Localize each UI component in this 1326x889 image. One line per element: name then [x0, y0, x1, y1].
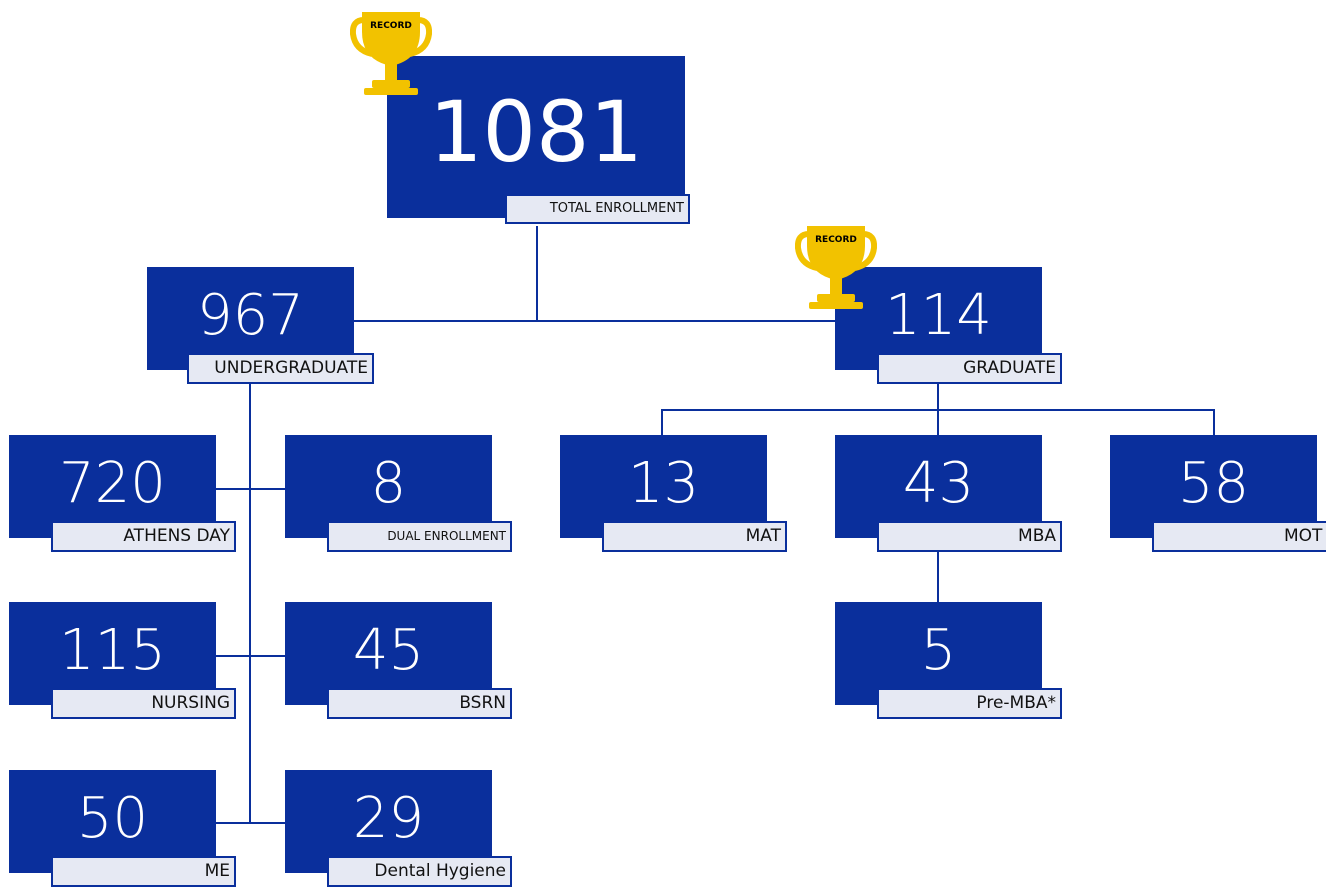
connector-line — [354, 320, 836, 322]
program-box-nursing: 115 — [9, 602, 216, 705]
graduate-label: GRADUATE — [877, 353, 1062, 384]
connector-line — [661, 409, 1215, 411]
undergraduate-value: 967 — [197, 283, 304, 348]
program-box-mot: 58 — [1110, 435, 1317, 538]
program-label: Pre-MBA* — [877, 688, 1062, 719]
program-value: 5 — [920, 618, 957, 683]
graduate-value: 114 — [885, 283, 992, 348]
program-label: NURSING — [51, 688, 236, 719]
program-value: 45 — [352, 618, 425, 683]
program-value: 13 — [627, 451, 700, 516]
program-box-mat: 13 — [560, 435, 767, 538]
connector-line — [216, 822, 286, 824]
program-label: ATHENS DAY — [51, 521, 236, 552]
connector-line — [216, 655, 286, 657]
program-value: 720 — [59, 451, 166, 516]
program-value: 43 — [902, 451, 975, 516]
connector-line — [1213, 409, 1215, 436]
program-label: Dental Hygiene — [327, 856, 512, 887]
program-box-mba: 43 — [835, 435, 1042, 538]
program-value: 50 — [76, 786, 149, 851]
record-badge: RECORD — [815, 235, 857, 245]
program-box-athens-day: 720 — [9, 435, 216, 538]
program-value: 58 — [1177, 451, 1250, 516]
trophy-icon: RECORD — [349, 10, 433, 96]
graduate-box: 114 — [835, 267, 1042, 370]
connector-line — [937, 552, 939, 604]
undergraduate-label: UNDERGRADUATE — [187, 353, 374, 384]
program-label: MAT — [602, 521, 787, 552]
program-box-dual-enrollment: 8 — [285, 435, 492, 538]
connector-line — [216, 488, 286, 490]
record-badge: RECORD — [370, 21, 412, 31]
program-label: BSRN — [327, 688, 512, 719]
program-value: 29 — [352, 786, 425, 851]
total-enrollment-value: 1081 — [429, 83, 643, 181]
program-value: 115 — [59, 618, 166, 683]
program-label: ME — [51, 856, 236, 887]
program-label: DUAL ENROLLMENT — [327, 521, 512, 552]
undergraduate-box: 967 — [147, 267, 354, 370]
total-enrollment-label: TOTAL ENROLLMENT — [505, 194, 690, 224]
total-enrollment-box: 1081 — [387, 56, 685, 218]
program-label: MOT — [1152, 521, 1326, 552]
program-box-me: 50 — [9, 770, 216, 873]
program-value: 8 — [370, 451, 407, 516]
connector-line — [536, 226, 538, 322]
program-label: MBA — [877, 521, 1062, 552]
trophy-icon: RECORD — [794, 224, 878, 310]
connector-line — [249, 384, 251, 824]
connector-line — [661, 409, 663, 436]
program-box-pre-mba: 5 — [835, 602, 1042, 705]
program-box-dental-hygiene: 29 — [285, 770, 492, 873]
program-box-bsrn: 45 — [285, 602, 492, 705]
